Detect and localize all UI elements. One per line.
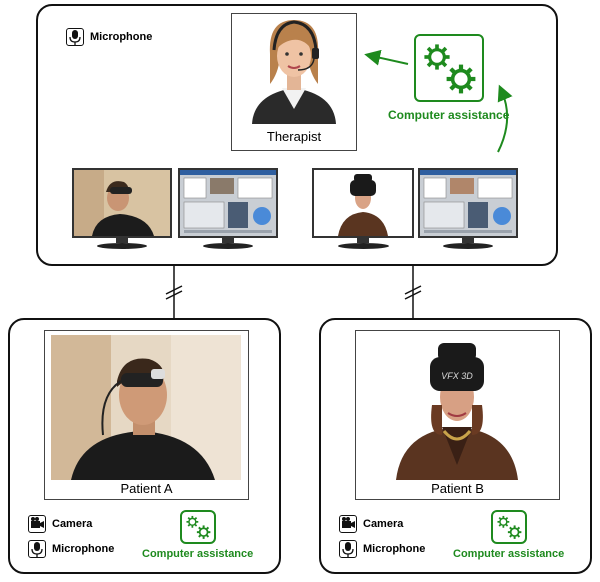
patient-b-microphone-row: Microphone	[339, 540, 425, 558]
therapist-station-panel: Microphone Therapist Computer assistance	[36, 4, 558, 266]
connector-b-break-2	[404, 290, 422, 300]
therapist-photo-frame: Therapist	[231, 13, 357, 151]
camera-icon	[28, 515, 46, 533]
therapist-microphone-row: Microphone	[66, 28, 152, 46]
headset-brand: VFX 3D	[441, 371, 473, 381]
patient-b-camera-label: Camera	[363, 518, 404, 530]
camera-icon	[339, 515, 357, 533]
connector-a-break-2	[165, 290, 183, 300]
patient-a-panel: Patient A Camera Microphone Computer ass…	[8, 318, 281, 574]
therapist-photo	[232, 14, 356, 124]
network-connectors	[165, 266, 422, 318]
monitor-software-b	[418, 168, 518, 250]
therapist-microphone-label: Microphone	[90, 31, 153, 43]
microphone-icon	[66, 28, 84, 46]
patient-b-gears-icon	[491, 510, 527, 544]
patient-a-caption: Patient A	[120, 481, 173, 496]
patient-a-camera-label: Camera	[52, 518, 93, 530]
therapist-computer-assistance-label: Computer assistance	[388, 108, 510, 122]
arrow-icon	[364, 49, 513, 153]
patient-a-photo-frame: Patient A	[44, 330, 249, 500]
patient-b-computer-assistance-label: Computer assistance	[453, 548, 565, 560]
microphone-icon	[28, 540, 46, 558]
patient-a-gears-icon	[180, 510, 216, 544]
therapist-caption: Therapist	[266, 129, 322, 144]
patient-a-camera-row: Camera	[28, 515, 92, 533]
vr-headset	[430, 357, 484, 391]
microphone-icon	[339, 540, 357, 558]
patient-b-photo: VFX 3D	[362, 335, 552, 480]
monitor-patient-b-video	[312, 168, 414, 250]
patient-b-microphone-label: Microphone	[363, 543, 426, 555]
patient-b-photo-frame: VFX 3D Patient B	[355, 330, 560, 500]
connector-b-break-1	[404, 285, 422, 295]
patient-a-computer-assistance-label: Computer assistance	[142, 548, 254, 560]
patient-b-panel: VFX 3D Patient B Camera Microphone Compu…	[319, 318, 592, 574]
patient-a-microphone-row: Microphone	[28, 540, 114, 558]
monitor-software-a	[178, 168, 278, 250]
monitor-patient-a-video	[72, 168, 172, 250]
patient-b-camera-row: Camera	[339, 515, 403, 533]
patient-b-caption: Patient B	[431, 481, 484, 496]
patient-a-photo	[51, 335, 241, 480]
connector-a-break-1	[165, 285, 183, 295]
patient-a-microphone-label: Microphone	[52, 543, 115, 555]
therapist-gears-icon	[414, 34, 484, 102]
